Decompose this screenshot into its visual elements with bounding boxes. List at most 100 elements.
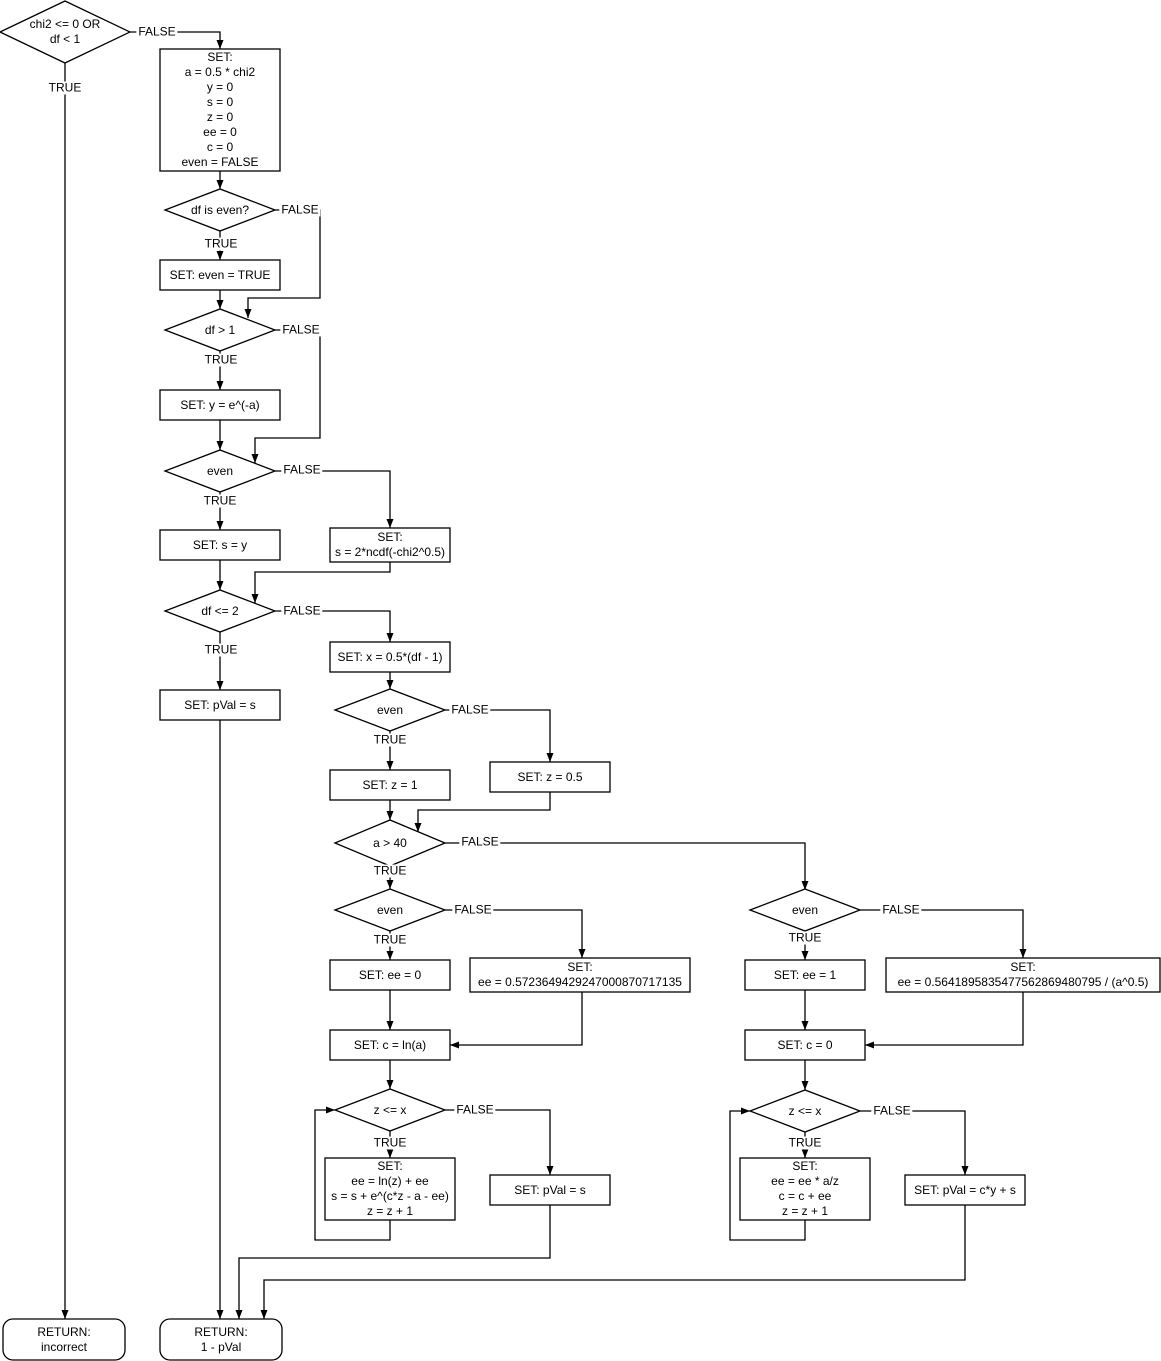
process-set-pval-s-top: SET: pVal = s xyxy=(184,697,256,712)
process-set-s-ncdf: SET: s = 2*ncdf(-chi2^0.5) xyxy=(334,530,445,559)
edge-label-true: TRUE xyxy=(371,932,409,947)
process-shape-pval-s-top xyxy=(159,689,281,721)
decision-df-is-even: df is even? xyxy=(190,202,250,217)
decision-even-left: even xyxy=(376,902,404,917)
edge-label-false: FALSE xyxy=(281,462,323,477)
process-shape-set-s-ncdf xyxy=(329,527,451,563)
process-shape-set-c-0 xyxy=(744,1029,866,1061)
process-shape-loop-left xyxy=(324,1157,456,1221)
decision-even-1: even xyxy=(206,463,234,478)
edge-label-false: FALSE xyxy=(459,834,501,849)
process-shape-ee-isqrtpi xyxy=(885,957,1161,993)
edge-label-true: TRUE xyxy=(46,80,84,95)
decision-shape-df-le-2 xyxy=(163,589,277,633)
process-set-ee-logsqrtpi: SET: ee = 0.5723649429247000870717135 xyxy=(478,960,682,989)
process-set-y: SET: y = e^(-a) xyxy=(180,397,260,412)
decision-shape-df-gt-1 xyxy=(163,308,277,352)
edge-even2-false xyxy=(445,709,554,762)
edge-label-true: TRUE xyxy=(786,1135,824,1150)
process-shape-pval-s-left xyxy=(489,1174,611,1206)
edge-loopright-back xyxy=(729,1107,806,1241)
edge-sncdf-down xyxy=(251,562,391,603)
process-set-ee-isqrtpi: SET: ee = 0.5641895835477562869480795 / … xyxy=(897,960,1149,989)
decision-shape-z-le-x-right xyxy=(748,1089,862,1133)
edge-isqrtpi-down xyxy=(865,992,1024,1049)
edge-pvalcys-return xyxy=(260,1205,966,1319)
decision-chi2-invalid: chi2 <= 0 OR df < 1 xyxy=(29,17,101,46)
process-loop-right: SET: ee = ee * a/z c = c + ee z = z + 1 xyxy=(771,1159,839,1218)
edge-label-true: TRUE xyxy=(371,732,409,747)
decision-shape-a-gt-40 xyxy=(333,819,447,867)
edge-pvalsleft-return xyxy=(235,1205,551,1319)
process-set-pval-s-left: SET: pVal = s xyxy=(514,1182,586,1197)
process-shape-loop-right xyxy=(739,1157,871,1221)
edge-evenright-false xyxy=(860,909,1027,958)
decision-z-le-x-left: z <= x xyxy=(373,1102,407,1117)
edge-zxright-false xyxy=(860,1110,969,1175)
process-shape-set-y xyxy=(159,389,281,421)
decision-shape-even-right xyxy=(748,888,862,932)
process-shape-init xyxy=(159,48,281,172)
edge-label-true: TRUE xyxy=(201,493,239,508)
process-shape-set-s-y xyxy=(159,529,281,561)
decision-shape-even-left xyxy=(333,888,447,932)
decision-shape-start xyxy=(0,0,132,64)
edge-label-true: TRUE xyxy=(202,352,240,367)
decision-df-le-2: df <= 2 xyxy=(201,603,239,618)
process-set-z-05: SET: z = 0.5 xyxy=(517,769,583,784)
edge-label-false: FALSE xyxy=(280,322,322,337)
process-set-even-true: SET: even = TRUE xyxy=(169,267,271,282)
edge-even1-false xyxy=(275,470,394,528)
edge-evenleft-false xyxy=(445,909,586,958)
edge-label-true: TRUE xyxy=(371,1135,409,1150)
process-set-pval-cys: SET: pVal = c*y + s xyxy=(914,1182,1016,1197)
edge-label-true: TRUE xyxy=(202,236,240,251)
process-shape-even-true xyxy=(159,259,281,291)
terminator-return-incorrect: RETURN: incorrect xyxy=(37,1324,91,1354)
process-shape-set-x xyxy=(329,641,451,673)
edge-label-false: FALSE xyxy=(452,902,494,917)
terminator-return-pval: RETURN: 1 - pVal xyxy=(194,1324,248,1354)
edge-label-false: FALSE xyxy=(454,1102,496,1117)
process-loop-left: SET: ee = ln(z) + ee s = s + e^(c*z - a … xyxy=(331,1159,449,1218)
process-shape-set-ee-1 xyxy=(744,959,866,991)
edge-loopleft-back xyxy=(314,1106,391,1241)
process-shape-set-c-lna xyxy=(329,1029,451,1061)
decision-shape-even-1 xyxy=(163,449,277,493)
process-set-ee-1: SET: ee = 1 xyxy=(773,967,837,982)
process-shape-pval-cys xyxy=(904,1174,1026,1206)
process-set-c-0: SET: c = 0 xyxy=(777,1037,833,1052)
edge-label-false: FALSE xyxy=(449,702,491,717)
process-set-ee-0: SET: ee = 0 xyxy=(358,967,422,982)
terminator-shape-incorrect xyxy=(2,1318,126,1361)
process-set-s-y: SET: s = y xyxy=(192,537,248,552)
process-init: SET: a = 0.5 * chi2 y = 0 s = 0 z = 0 ee… xyxy=(181,50,259,169)
decision-even-2: even xyxy=(376,702,404,717)
process-shape-set-z-1 xyxy=(329,769,451,801)
edge-logsqrtpi-down xyxy=(450,992,583,1049)
decision-a-gt-40: a > 40 xyxy=(373,835,407,850)
edge-label-false: FALSE xyxy=(136,24,178,39)
process-shape-ee-logsqrtpi xyxy=(469,957,691,993)
edge-a40-false xyxy=(445,842,809,890)
decision-z-le-x-right: z <= x xyxy=(788,1103,822,1118)
edge-z05-down xyxy=(414,792,551,832)
decision-even-right: even xyxy=(791,902,819,917)
process-set-x: SET: x = 0.5*(df - 1) xyxy=(337,649,443,664)
process-set-c-lna: SET: c = ln(a) xyxy=(353,1037,427,1052)
edge-label-false: FALSE xyxy=(281,603,323,618)
decision-df-gt-1: df > 1 xyxy=(204,322,236,337)
terminator-shape-pval xyxy=(159,1318,283,1361)
decision-shape-df-even xyxy=(163,188,277,232)
process-shape-set-ee-0 xyxy=(329,959,451,991)
edge-label-true: TRUE xyxy=(371,863,409,878)
edge-zxleft-false xyxy=(445,1109,554,1175)
edge-label-false: FALSE xyxy=(279,202,321,217)
edge-label-true: TRUE xyxy=(786,930,824,945)
edge-label-false: FALSE xyxy=(871,1103,913,1118)
edge-label-false: FALSE xyxy=(880,902,922,917)
process-shape-set-z-05 xyxy=(489,761,611,793)
process-set-z-1: SET: z = 1 xyxy=(362,777,418,792)
